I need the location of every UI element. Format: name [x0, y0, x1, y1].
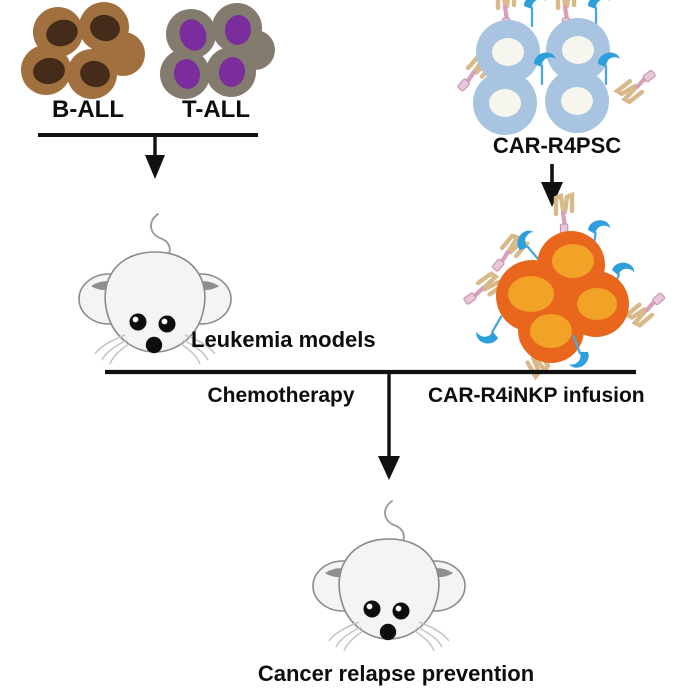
car-receptor-icon	[461, 272, 503, 308]
down-arrow-icon	[145, 135, 165, 179]
down-arrow-icon	[541, 164, 563, 207]
car-receptor-icon	[556, 195, 572, 235]
nk-receptor-icon	[522, 0, 548, 28]
down-arrow-icon	[378, 372, 400, 480]
car-psc-cell-cluster-icon	[454, 0, 659, 135]
label-leukemia-models: Leukemia models	[191, 327, 376, 352]
label-car-r4inkp-infusion: CAR-R4iNKP infusion	[428, 384, 645, 407]
label-cancer-relapse-prevention: Cancer relapse prevention	[257, 661, 535, 686]
label-t-all: T-ALL	[182, 96, 250, 123]
car-receptor-icon	[627, 289, 668, 327]
car-receptor-icon	[617, 66, 658, 103]
car-leukemia-cell-cluster-icon	[461, 195, 668, 376]
t-all-cell-cluster-icon	[160, 3, 275, 99]
label-b-all: B-ALL	[52, 96, 124, 123]
b-all-cell-cluster-icon	[21, 2, 145, 99]
label-car-r4psc: CAR-R4PSC	[492, 133, 622, 158]
label-chemotherapy: Chemotherapy	[207, 384, 355, 407]
mouse-icon	[312, 500, 466, 652]
